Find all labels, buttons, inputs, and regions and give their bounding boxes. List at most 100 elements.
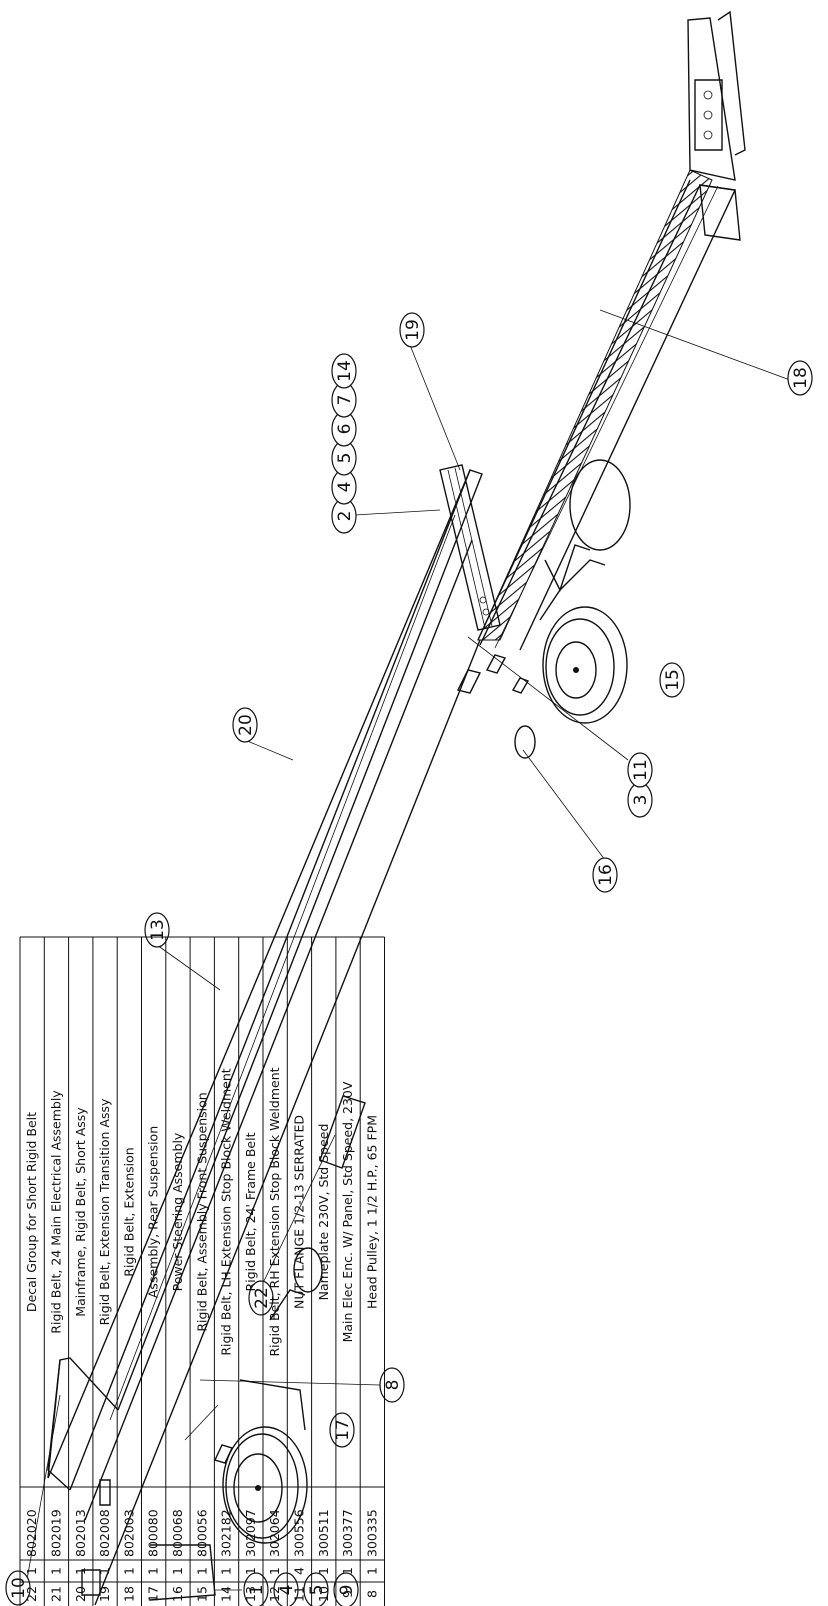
svg-text:7: 7 (335, 395, 355, 406)
head-cap-side (47, 1359, 71, 1491)
extension-belt-chain (494, 185, 719, 649)
balloon-17: 17 (329, 1412, 355, 1448)
leader-lines (25, 309, 791, 1591)
bom-qty: 1 (267, 1567, 282, 1575)
svg-text:13: 13 (148, 919, 168, 941)
bom-description: Power Steering Assembly (170, 1132, 185, 1291)
leader-10 (25, 1394, 61, 1586)
balloon-10: 10 (5, 1570, 31, 1606)
balloon-6: 6 (331, 411, 357, 447)
bom-description: Rigid Belt, LH Extension Stop Block Weld… (219, 1068, 234, 1355)
rear-wheel-ring (225, 1433, 299, 1539)
svg-text:2: 2 (335, 511, 355, 522)
svg-text:10: 10 (9, 1577, 29, 1599)
bom-item-number: 21 (48, 1586, 63, 1602)
leader-3-11 (467, 636, 629, 761)
bom-qty: 4 (291, 1567, 306, 1575)
mainframe (47, 469, 530, 1606)
bom-item-number: 11 (291, 1586, 306, 1602)
svg-text:8: 8 (383, 1380, 403, 1391)
steering-unit (514, 725, 536, 759)
bom-qty: 1 (24, 1567, 39, 1575)
bom-qty: 1 (97, 1567, 112, 1575)
bom-part-number: 302097 (243, 1509, 258, 1557)
svg-text:5: 5 (335, 453, 355, 464)
bom-item-number: 10 (316, 1586, 331, 1602)
balloon-22: 22 (248, 1280, 274, 1316)
bom-description: Rigid Belt, RH Extension Stop Block Weld… (267, 1067, 282, 1356)
bom-part-number: 802019 (48, 1509, 63, 1557)
balloon-9: 9 (333, 1572, 359, 1606)
tail-bolt-3 (703, 130, 713, 140)
bom-item-number: 18 (121, 1586, 136, 1602)
bom-item-number: 13 (243, 1586, 258, 1602)
tail-bolt-2 (703, 110, 713, 120)
bom-item-number: 12 (267, 1586, 282, 1602)
svg-text:9: 9 (337, 1585, 357, 1596)
bom-part-number: 802020 (24, 1509, 39, 1557)
balloon-15: 15 (659, 662, 685, 698)
tail-end-plate (717, 10, 746, 156)
bom-item-number: 20 (73, 1586, 88, 1602)
balloon-14: 14 (331, 353, 357, 389)
tail-motor-box (699, 184, 741, 241)
bom-description: Nameplate 230V, Std Speed (316, 1124, 331, 1301)
svg-text:4: 4 (335, 482, 355, 493)
tail-bolt-1 (703, 90, 713, 100)
bom-description: Main Elec Enc. W/ Panel, Std Speed, 230V (340, 1081, 355, 1342)
bom-part-number: 302182 (219, 1509, 234, 1557)
frame-window-1 (456, 669, 482, 694)
bom-qty: 1 (340, 1567, 355, 1575)
leader-8 (199, 1379, 381, 1386)
front-wheel-hub (555, 641, 597, 699)
bom-part-number: 800068 (170, 1509, 185, 1557)
bom-qty: 1 (170, 1567, 185, 1575)
power-steering (514, 725, 536, 759)
bom-part-number: 802013 (73, 1509, 88, 1557)
svg-text:16: 16 (596, 864, 616, 886)
bom-item-number: 8 (364, 1590, 379, 1598)
elec-enclosure (149, 1544, 216, 1601)
bill-of-materials-table: 22 1 802020 Decal Group for Short Rigid Bel… (19, 936, 385, 1606)
bom-part-number: 300511 (316, 1509, 331, 1557)
bom-description: Rigid Belt, Assembly Front Suspension (194, 1092, 209, 1331)
leader-16 (522, 749, 606, 861)
leader-20 (244, 739, 294, 761)
frame-top-rail (47, 469, 483, 1479)
frame-window-3 (511, 677, 530, 694)
frame-inner-line (109, 514, 456, 1421)
rear-wheel-hub (233, 1453, 283, 1523)
front-wheel-ring (545, 618, 615, 716)
leader-18 (599, 309, 791, 381)
bom-description: Mainframe, Rigid Belt, Short Assy (73, 1107, 88, 1317)
bom-qty: 1 (146, 1567, 161, 1575)
rear-axle-strut (269, 1289, 306, 1321)
rear-wheel-outer (222, 1426, 308, 1544)
front-axle-strut (539, 559, 606, 621)
bom-description: Rigid Belt, 24' Frame Belt (243, 1132, 258, 1291)
transition-rollers (439, 464, 501, 631)
svg-text:1: 1 (247, 1585, 267, 1596)
bom-description: Decal Group for Short Rigid Belt (24, 1112, 39, 1312)
balloon-7: 7 (331, 382, 357, 418)
frame-window-2 (485, 654, 507, 674)
decal-panel (319, 1095, 366, 1169)
balloon-11: 11 (627, 752, 653, 788)
front-axle-frame (544, 544, 591, 592)
bom-description: Rigid Belt, Extension (121, 1147, 136, 1276)
tail-panel (694, 79, 723, 151)
rear-axle-frame (239, 1379, 306, 1431)
svg-text:18: 18 (791, 367, 811, 389)
bom-part-number: 800056 (194, 1509, 209, 1557)
bom-description: Head Pulley, 1 1/2 H.P., 65 FPM (364, 1115, 379, 1309)
bom-part-number: 300377 (340, 1509, 355, 1557)
bom-part-number: 300556 (291, 1509, 306, 1557)
bom-item-number: 16 (170, 1586, 185, 1602)
bom-description: Rigid Belt, Extension Transition Assy (97, 1098, 112, 1325)
bom-part-number: 800080 (146, 1509, 161, 1557)
balloon-8: 8 (379, 1367, 405, 1403)
svg-text:14: 14 (335, 360, 355, 382)
elec-enclosure-window-1 (99, 1479, 111, 1506)
balloon-5: 5 (303, 1572, 329, 1606)
